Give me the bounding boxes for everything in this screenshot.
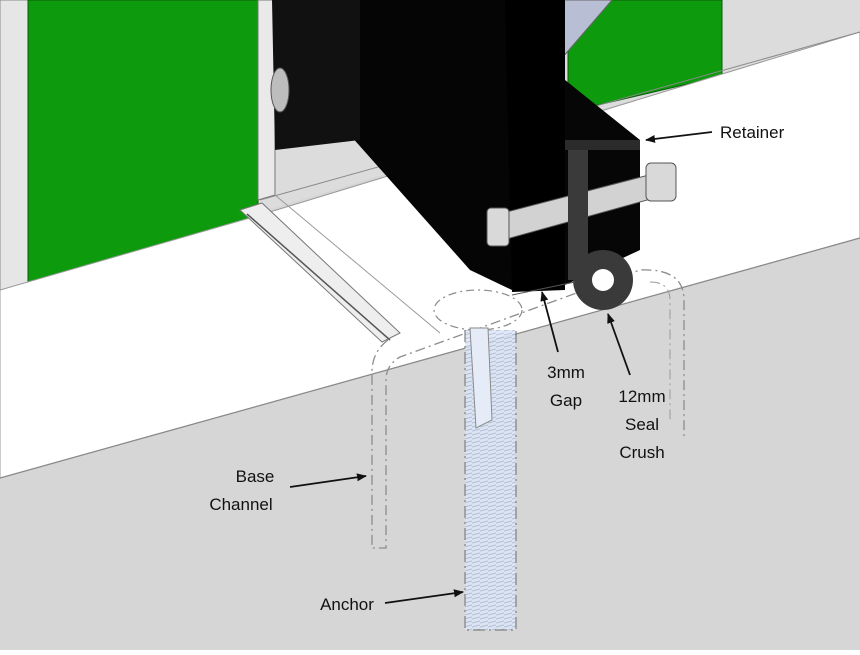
pin-head-right xyxy=(645,162,677,202)
gap-arrow xyxy=(540,291,559,353)
step-line xyxy=(274,194,441,334)
label-gap-word: Gap xyxy=(550,391,582,410)
curb-top xyxy=(0,31,860,479)
anchor-outline-hidden xyxy=(464,330,517,631)
gap-line xyxy=(511,281,576,296)
label-anchor: Anchor xyxy=(320,595,374,614)
roller-wheel xyxy=(270,67,290,113)
label-seal-word1: Seal xyxy=(625,415,659,434)
retainer-clamp-top xyxy=(565,140,640,150)
retainer-side-block xyxy=(272,0,360,150)
label-base-word2: Channel xyxy=(209,495,272,514)
retainer-arrow xyxy=(645,131,713,143)
pin-head-left xyxy=(486,207,510,247)
base-channel-hidden xyxy=(371,269,685,549)
label-seal-value: 12mm xyxy=(618,387,665,406)
seal-hole xyxy=(592,269,614,291)
anchor-head-hidden xyxy=(433,289,523,331)
base-channel-inner-hidden xyxy=(649,281,671,420)
label-base-word1: Base xyxy=(236,467,275,486)
base-channel-lip xyxy=(239,202,401,343)
label-seal-word2: Crush xyxy=(619,443,664,462)
wall-edge-strip xyxy=(0,0,29,296)
curb-front-edge xyxy=(0,237,860,479)
base-channel-lip-line xyxy=(246,213,391,341)
anchor-arrow xyxy=(384,589,464,604)
label-gap-value: 3mm xyxy=(547,363,585,382)
retainer-strap xyxy=(568,150,588,280)
seal-crush-arrow xyxy=(607,313,631,376)
base-channel-arrow xyxy=(289,473,367,488)
label-retainer: Retainer xyxy=(720,123,785,142)
anchor-bolt-shank xyxy=(469,327,493,429)
retainer-front-face xyxy=(505,0,565,292)
